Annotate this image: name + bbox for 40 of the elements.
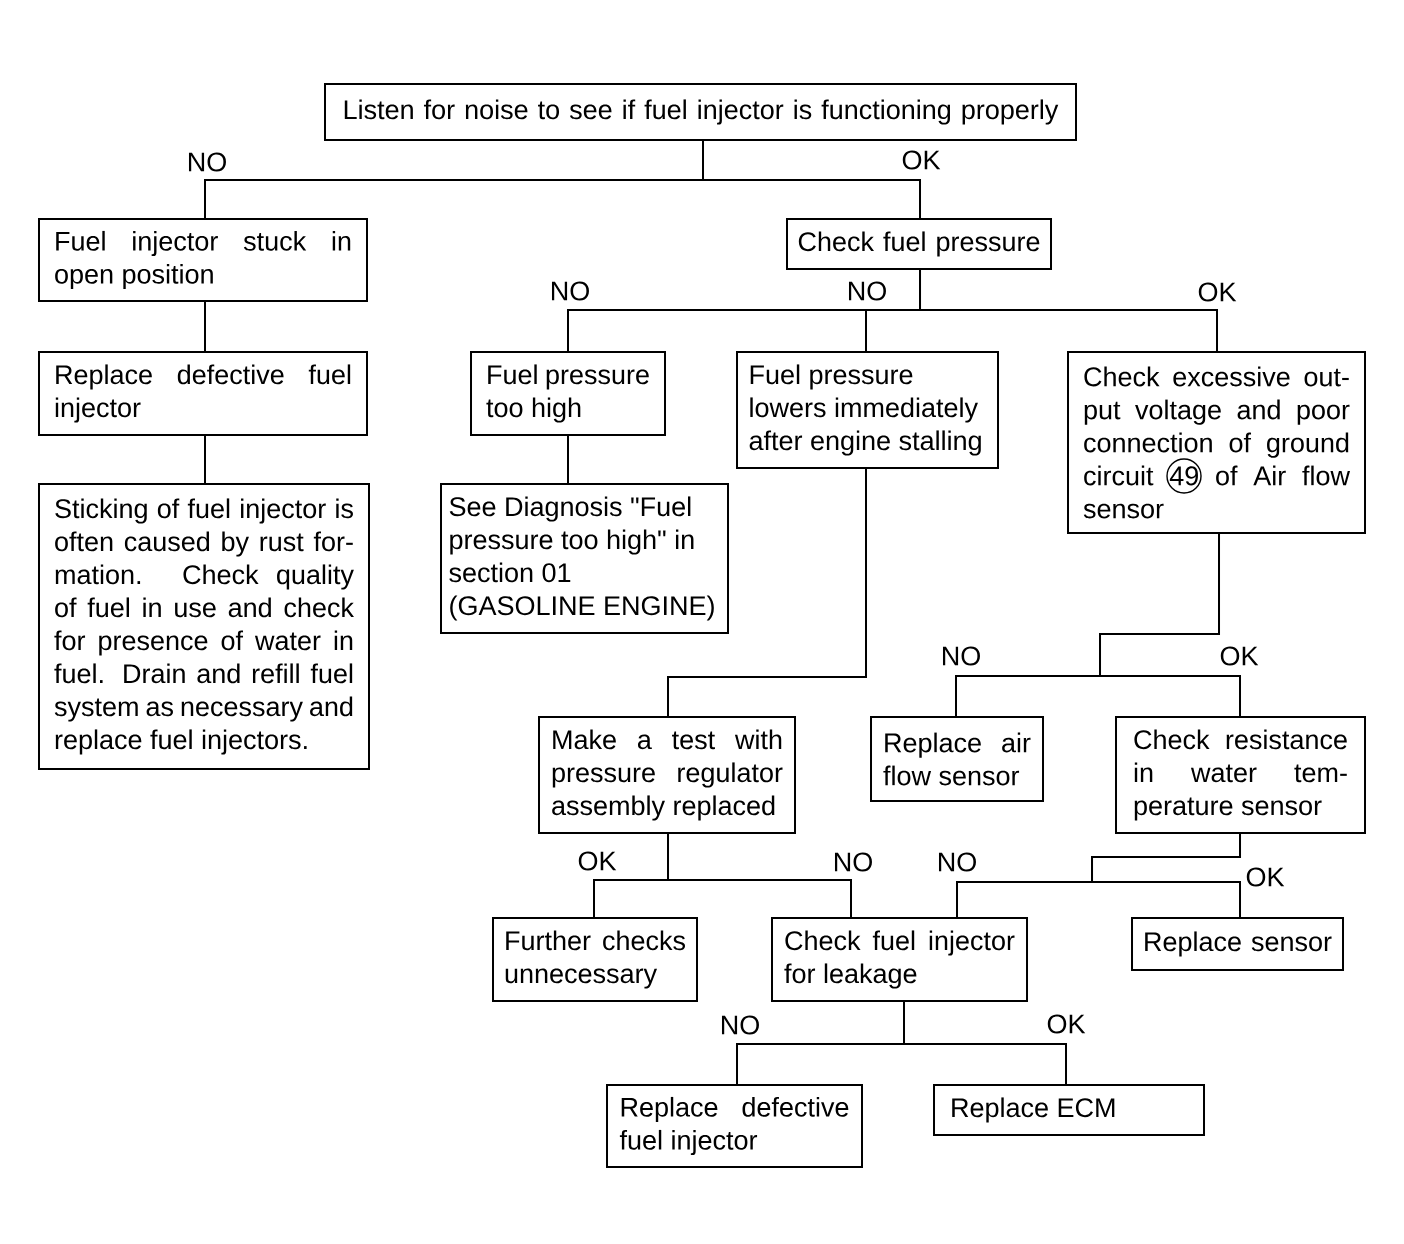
edge-label: OK bbox=[1195, 280, 1239, 304]
process-box: Fuel pressure too high bbox=[470, 351, 666, 436]
process-box: Check resistance in water tem-perature sensor bbox=[1115, 716, 1366, 834]
edge-label: OK bbox=[1243, 865, 1287, 889]
edge-label: NO bbox=[184, 150, 230, 174]
process-box: Fuel injector stuck in open position bbox=[38, 218, 368, 302]
process-box: Make a test with pressure regulator assembly replaced bbox=[538, 716, 796, 834]
process-box: Listen for noise to see if fuel injector is functioning properly bbox=[324, 83, 1077, 141]
edge-label: OK bbox=[575, 849, 619, 873]
edge-label: NO bbox=[938, 644, 984, 668]
connector-line bbox=[919, 269, 1218, 352]
connector-line bbox=[667, 833, 852, 918]
edge-label: OK bbox=[1044, 1012, 1088, 1036]
connector-line bbox=[204, 301, 206, 352]
connector-line bbox=[702, 140, 921, 219]
edge-label: NO bbox=[717, 1013, 763, 1037]
connector-line bbox=[1099, 533, 1241, 717]
connector-line bbox=[903, 1001, 1067, 1085]
edge-label: NO bbox=[830, 850, 876, 874]
connector-line bbox=[1091, 833, 1241, 918]
process-box: Replace defective fuel injector bbox=[38, 351, 368, 436]
process-box: Check excessive out-put voltage and poor connection of ground circuit 49 of Air flow sensor bbox=[1067, 351, 1366, 534]
process-box: Replace defective fuel injector bbox=[606, 1084, 863, 1168]
process-box: Replace air flow sensor bbox=[870, 716, 1044, 802]
edge-label: NO bbox=[844, 279, 890, 303]
edge-label: OK bbox=[899, 148, 943, 172]
process-box: Replace ECM bbox=[933, 1084, 1205, 1136]
process-box: Sticking of fuel injector is often caused by rust for-mation. Check quality of fuel in use and check for presence of water in fuel. Drain and refill fuel system as necessary and replace fuel injectors. bbox=[38, 483, 370, 770]
edge-label: NO bbox=[547, 279, 593, 303]
process-box: Check fuel pressure bbox=[786, 218, 1052, 270]
connector-line bbox=[204, 435, 206, 484]
process-box: Replace sensor bbox=[1131, 917, 1344, 971]
edge-label: NO bbox=[934, 850, 980, 874]
edge-label: OK bbox=[1217, 644, 1261, 668]
process-box: See Diagnosis "Fuel pressure too high" in section 01 (GASOLINE ENGINE) bbox=[440, 483, 729, 634]
process-box: Further checks unnecessary bbox=[492, 917, 698, 1002]
connector-line bbox=[667, 468, 867, 717]
process-box: Fuel pressure lowers immediately after engine stalling bbox=[736, 351, 999, 469]
process-box: Check fuel injector for leakage bbox=[771, 917, 1028, 1002]
connector-line bbox=[567, 435, 569, 484]
